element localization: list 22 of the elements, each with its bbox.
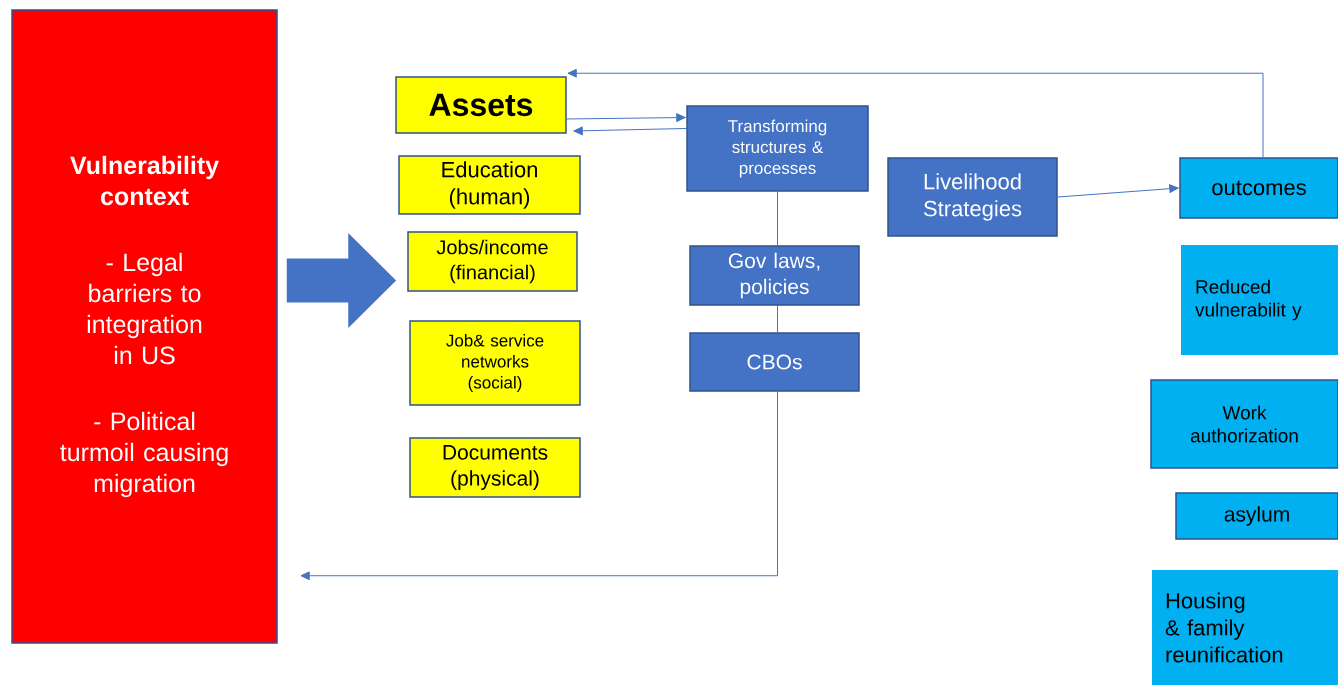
process-box: Transforming structures & processes — [686, 105, 869, 192]
asset-box: Documents (physical) — [409, 437, 581, 498]
asset-box: Jobs/income (financial) — [407, 231, 578, 292]
connector-line — [777, 305, 778, 333]
asset-box: Assets — [395, 76, 567, 134]
outcome-box: Work authorization — [1150, 379, 1338, 469]
process-box: Livelihood Strategies — [887, 157, 1058, 237]
outcome-box: Housing & family reunification — [1152, 570, 1338, 685]
process-box: Gov laws, policies — [689, 245, 860, 306]
asset-box: Education (human) — [398, 155, 581, 215]
context-box: Vulnerability context - Legal barriers to integration in US - Political turmoil causing migration — [11, 9, 278, 644]
outcome-box: asylum — [1175, 492, 1338, 540]
arrow — [1057, 184, 1179, 198]
arrow — [566, 113, 686, 122]
arrow — [573, 126, 687, 136]
asset-box: Job& service networks (social) — [409, 320, 581, 406]
process-box: CBOs — [689, 332, 860, 392]
arrow — [300, 391, 778, 581]
outcome-box: outcomes — [1179, 157, 1338, 219]
connector-line — [777, 191, 778, 246]
outcome-box: Reduced vulnerabilit y — [1181, 245, 1338, 355]
arrow — [567, 68, 1264, 158]
